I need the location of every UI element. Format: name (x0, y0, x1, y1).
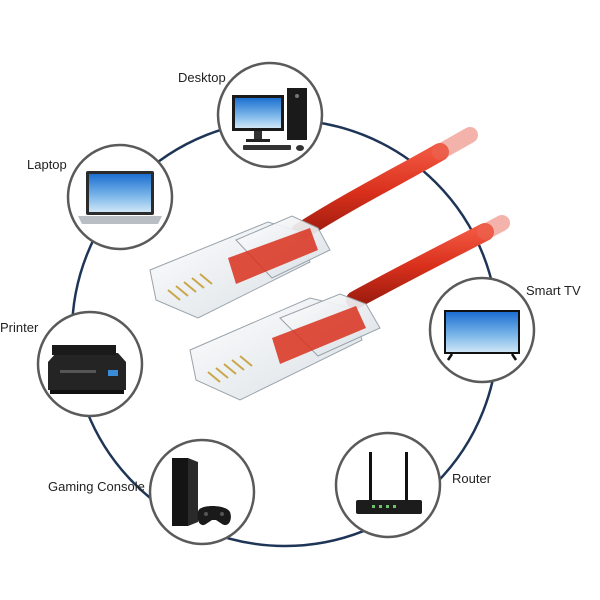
smart-tv-icon (444, 310, 520, 361)
router-icon (356, 452, 422, 514)
ethernet-cable-icon (149, 127, 510, 401)
gaming-console-circle (148, 438, 256, 546)
laptop-circle (66, 143, 174, 251)
device-label-desktop: Desktop (178, 70, 226, 85)
device-label-router: Router (452, 471, 492, 486)
desktop-icon (232, 88, 307, 151)
gaming-console-icon (172, 458, 231, 526)
device-label-printer: Printer (0, 320, 39, 335)
smart-tv-circle (428, 276, 536, 384)
printer-circle (36, 310, 144, 418)
device-label-laptop: Laptop (27, 157, 67, 172)
desktop-circle (216, 61, 324, 169)
router-circle (334, 431, 442, 539)
device-label-smart-tv: Smart TV (526, 283, 581, 298)
device-label-gaming-console: Gaming Console (48, 479, 145, 494)
rj45-connector-lower (189, 293, 381, 401)
printer-icon (48, 345, 126, 394)
rj45-connector-upper (149, 215, 331, 319)
laptop-icon (78, 171, 162, 224)
